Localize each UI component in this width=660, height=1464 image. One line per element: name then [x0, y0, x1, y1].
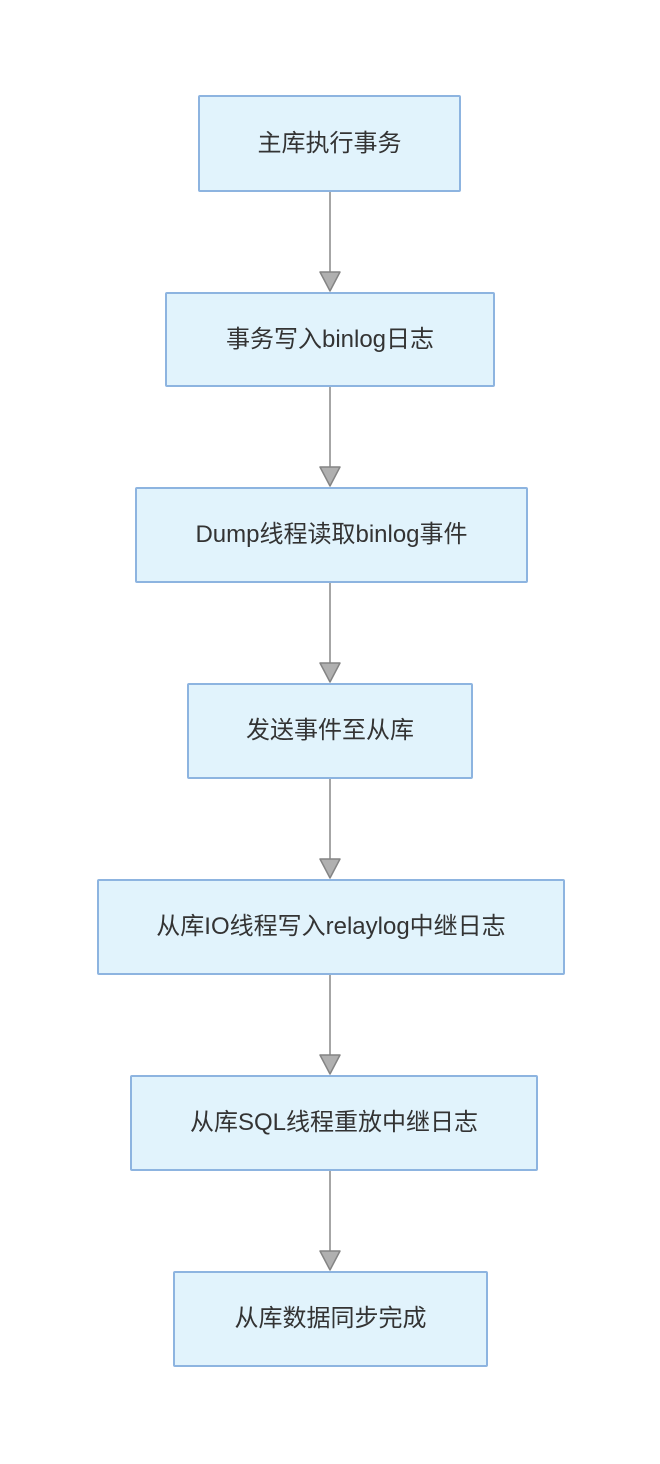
- arrowhead-down-icon: [319, 1250, 341, 1271]
- arrow-connector: [319, 975, 341, 1075]
- arrowhead-down-icon: [319, 662, 341, 683]
- arrowhead-down-icon: [319, 271, 341, 292]
- flow-node-sql-thread-replay-relaylog[interactable]: 从库SQL线程重放中继日志: [130, 1075, 538, 1171]
- flow-node-send-events-to-slave[interactable]: 发送事件至从库: [187, 683, 473, 779]
- arrow-connector: [319, 387, 341, 487]
- flow-node-label: 事务写入binlog日志: [225, 325, 435, 353]
- flow-node-label: 从库数据同步完成: [234, 1305, 427, 1333]
- flow-node-label: 从库SQL线程重放中继日志: [189, 1109, 479, 1137]
- flow-node-label: Dump线程读取binlog事件: [195, 521, 468, 549]
- flow-node-io-thread-write-relaylog[interactable]: 从库IO线程写入relaylog中继日志: [97, 879, 565, 975]
- arrowhead-down-icon: [319, 858, 341, 879]
- arrow-connector: [319, 779, 341, 879]
- arrow-connector: [319, 192, 341, 292]
- arrowhead-down-icon: [319, 1054, 341, 1075]
- arrowhead-down-icon: [319, 466, 341, 487]
- flow-node-write-binlog[interactable]: 事务写入binlog日志: [165, 292, 495, 387]
- flow-node-slave-sync-complete[interactable]: 从库数据同步完成: [173, 1271, 488, 1367]
- flow-node-dump-thread-read-binlog[interactable]: Dump线程读取binlog事件: [135, 487, 528, 583]
- flow-node-master-execute-transaction[interactable]: 主库执行事务: [198, 95, 461, 192]
- arrow-connector: [319, 583, 341, 683]
- flow-node-label: 发送事件至从库: [246, 717, 414, 745]
- flow-node-label: 主库执行事务: [257, 129, 402, 157]
- arrow-connector: [319, 1171, 341, 1271]
- flow-node-label: 从库IO线程写入relaylog中继日志: [156, 913, 506, 941]
